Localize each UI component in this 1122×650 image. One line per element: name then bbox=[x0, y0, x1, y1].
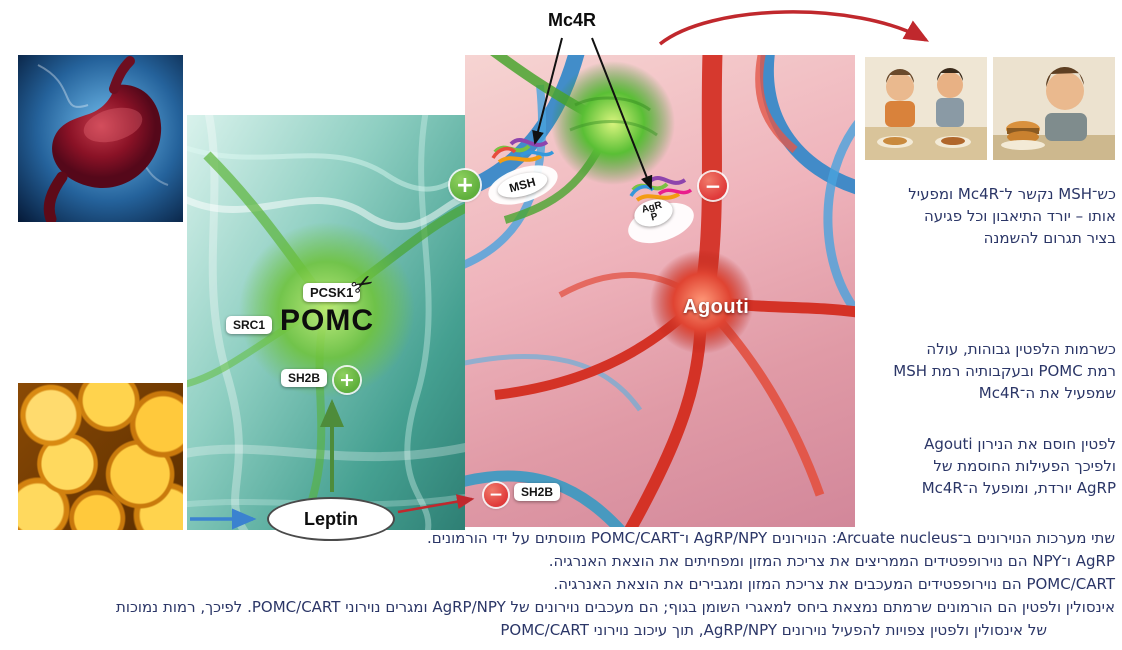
bottom-caption-line-1: שתי מערכות הנוירונים ב־Arcuate nucleus: … bbox=[427, 529, 1115, 547]
leptin-node: Leptin bbox=[267, 497, 395, 541]
agrp-label-line2: P bbox=[649, 211, 660, 224]
agouti-label: Agouti bbox=[683, 296, 750, 318]
stomach-photo bbox=[18, 55, 183, 222]
side-note-leptin-pomc: כשרמות הלפטין גבוהות, עולה רמת POMC ובעק… bbox=[893, 340, 1116, 402]
mc4r-label: Mc4R bbox=[548, 10, 597, 30]
fat-cells-photo bbox=[18, 383, 183, 530]
sh2b-label-pomc: SH2B bbox=[281, 369, 328, 387]
bottom-caption-line-2: AgRP ו־NPY הם נוירופפטידים הממריצים את צ… bbox=[548, 552, 1115, 570]
children-eating-photo-2 bbox=[993, 57, 1115, 160]
plus-badge-sh2b: + bbox=[334, 367, 360, 393]
children-eating-photo-1 bbox=[865, 57, 987, 160]
sh2b-label-main: SH2B bbox=[514, 483, 561, 501]
bottom-captions: שתי מערכות הנוירונים ב־Arcuate nucleus: … bbox=[10, 527, 1115, 642]
src1-label: SRC1 bbox=[226, 316, 273, 334]
plus-badge-msh: + bbox=[450, 170, 480, 200]
stomach-illustration bbox=[37, 56, 169, 222]
pcsk1-label: PCSK1 bbox=[303, 283, 361, 302]
minus-badge-agrp: − bbox=[699, 172, 727, 200]
arcuate-neurons-image bbox=[465, 55, 855, 527]
bottom-caption-line-3: POMC/CART הם נוירופפטידים המעכבים את צרי… bbox=[553, 575, 1115, 593]
satiety-to-eating-arrow bbox=[658, 10, 930, 46]
bottom-caption-line-5: של אינסולין ולפטין צפויות להפעיל נוירוני… bbox=[500, 621, 1047, 639]
arcuate-neurons-illustration bbox=[465, 55, 855, 527]
side-note-leptin-agouti: לפטין חוסם את הנירון Agouti ולפיכך הפעיל… bbox=[921, 435, 1116, 497]
minus-badge-leptin-agouti: − bbox=[484, 483, 508, 507]
side-note-msh-mc4r: כש־MSH נקשר ל־Mc4R ומפעיל אותו – יורד הת… bbox=[908, 185, 1116, 247]
pomc-label: POMC bbox=[280, 304, 374, 337]
bottom-caption-line-4: אינסולין ולפטין הם הורמונים שרמתם נמצאת … bbox=[116, 598, 1115, 616]
